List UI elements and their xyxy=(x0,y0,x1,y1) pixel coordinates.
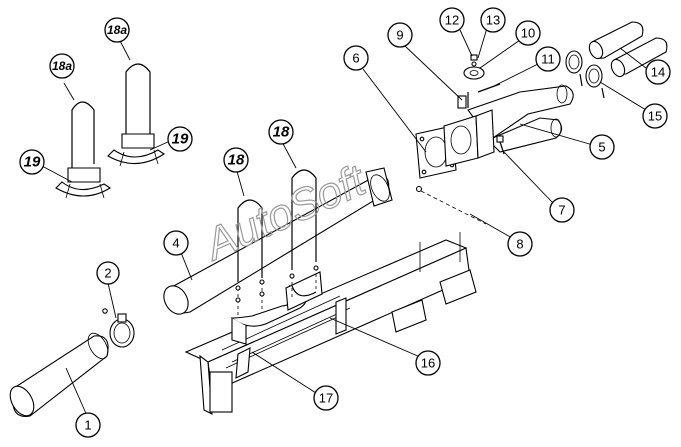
svg-text:13: 13 xyxy=(486,13,500,28)
part-tailpipe-14 xyxy=(588,21,668,78)
callout-17: 17 xyxy=(313,385,339,411)
svg-text:6: 6 xyxy=(352,51,359,66)
part-ubolt-18-center xyxy=(235,169,319,316)
part-bolt-7 xyxy=(496,135,505,155)
part-ypipe-5 xyxy=(467,84,574,153)
callout-5: 5 xyxy=(589,134,615,160)
part-ubolt-18a-left xyxy=(71,101,95,168)
part-flange-9 xyxy=(443,95,495,167)
part-pipe-4 xyxy=(163,167,393,315)
svg-text:9: 9 xyxy=(396,28,403,43)
part-frame-17 xyxy=(184,232,477,415)
svg-text:19: 19 xyxy=(172,131,189,148)
svg-text:18: 18 xyxy=(228,152,245,169)
callout-18-right: 18 xyxy=(268,119,294,145)
svg-text:8: 8 xyxy=(516,237,523,252)
callout-16: 16 xyxy=(415,350,441,376)
callout-9: 9 xyxy=(387,22,413,48)
leader-lines xyxy=(41,27,647,419)
svg-text:16: 16 xyxy=(421,356,435,371)
callout-15: 15 xyxy=(642,103,668,129)
callout-10: 10 xyxy=(515,20,541,46)
callout-18a-right: 18a xyxy=(104,17,130,43)
svg-text:10: 10 xyxy=(521,26,535,41)
part-bolt-8 xyxy=(415,185,487,225)
callout-6: 6 xyxy=(343,45,369,71)
callout-8: 8 xyxy=(507,231,533,257)
callout-19-left: 19 xyxy=(19,149,45,175)
callout-18a-left: 18a xyxy=(49,53,75,79)
svg-text:18: 18 xyxy=(273,124,290,141)
svg-text:11: 11 xyxy=(541,52,555,67)
callout-18-left: 18 xyxy=(223,147,249,173)
svg-text:7: 7 xyxy=(558,203,565,218)
svg-text:18a: 18a xyxy=(107,23,127,37)
svg-text:4: 4 xyxy=(172,236,179,251)
callout-2: 2 xyxy=(96,261,120,285)
svg-text:12: 12 xyxy=(445,13,459,28)
svg-text:5: 5 xyxy=(598,140,605,155)
svg-text:15: 15 xyxy=(648,109,662,124)
callout-11: 11 xyxy=(535,46,561,72)
part-saddle-19-right xyxy=(107,133,166,167)
svg-text:18a: 18a xyxy=(52,59,72,73)
part-saddle-16 xyxy=(230,271,323,345)
part-gasket-10 xyxy=(463,66,485,80)
svg-text:19: 19 xyxy=(24,154,41,171)
svg-text:1: 1 xyxy=(84,418,91,433)
callout-12: 12 xyxy=(439,7,465,33)
part-saddle-19-left xyxy=(55,167,112,199)
callout-13: 13 xyxy=(480,7,506,33)
callout-1: 1 xyxy=(75,412,101,438)
part-clamp-2 xyxy=(102,308,135,348)
part-clamp-15 xyxy=(565,50,605,99)
svg-text:2: 2 xyxy=(104,266,111,281)
callout-19-right: 19 xyxy=(167,126,193,152)
callout-14: 14 xyxy=(645,59,671,85)
svg-text:14: 14 xyxy=(651,65,665,80)
part-pipe-1 xyxy=(9,332,109,417)
callout-7: 7 xyxy=(549,197,575,223)
callout-4: 4 xyxy=(163,230,189,256)
part-ubolt-18a-right xyxy=(125,63,151,140)
svg-text:17: 17 xyxy=(319,391,333,406)
part-nut-12-13 xyxy=(470,54,478,67)
